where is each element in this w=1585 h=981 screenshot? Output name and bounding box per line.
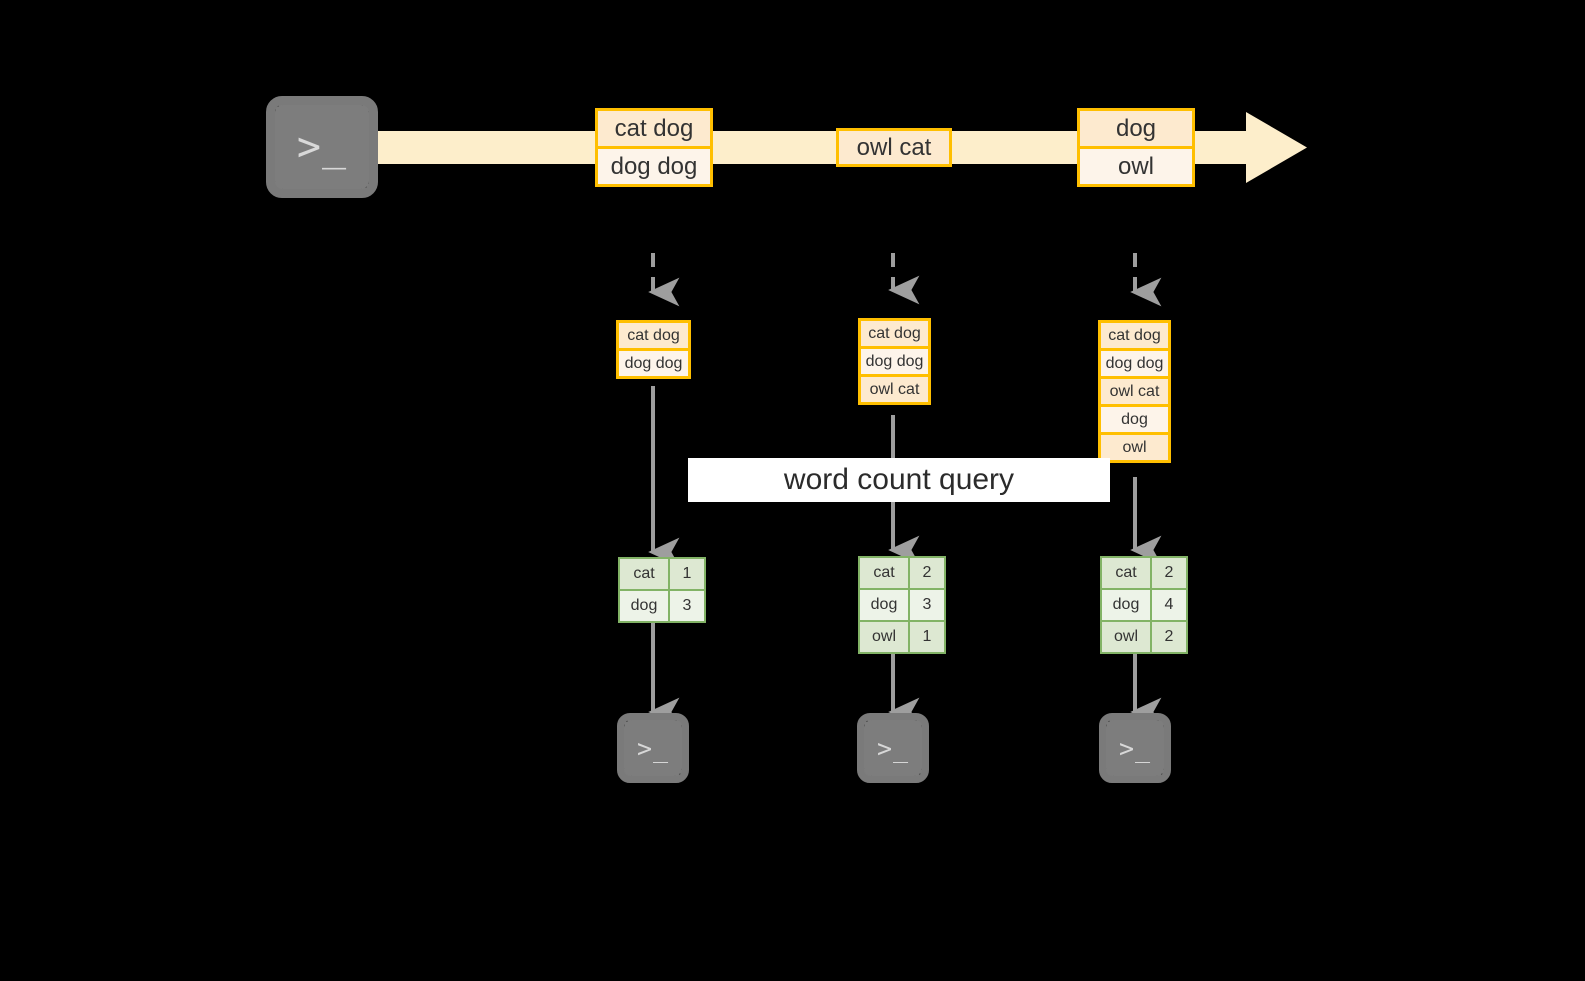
table-row: cat 2	[858, 556, 946, 590]
buffer-row: owl cat	[858, 374, 931, 405]
result-count: 2	[908, 556, 946, 590]
result-word: cat	[1100, 556, 1152, 590]
snapshot-3-sink-terminal-icon: >_	[1099, 713, 1171, 783]
result-count: 3	[668, 589, 706, 623]
buffer-row: owl cat	[1098, 376, 1171, 407]
terminal-prompt-glyph: >_	[1118, 733, 1152, 763]
result-count: 2	[1150, 620, 1188, 654]
table-row: dog 3	[618, 589, 706, 623]
terminal-screen	[624, 720, 682, 776]
result-word: dog	[858, 588, 910, 622]
buffer-row: dog dog	[616, 348, 691, 379]
terminal-screen	[275, 105, 369, 189]
result-word: owl	[858, 620, 910, 654]
table-row: owl 2	[1100, 620, 1188, 654]
result-word: dog	[1100, 588, 1152, 622]
terminal-prompt-glyph: >_	[296, 124, 348, 170]
stream-message-line: owl cat	[836, 128, 952, 167]
producer-terminal-icon: >_	[266, 96, 378, 198]
result-word: cat	[618, 557, 670, 591]
stream-message-3: dog owl	[1077, 108, 1195, 187]
table-row: cat 2	[1100, 556, 1188, 590]
result-word: cat	[858, 556, 910, 590]
snapshot-2-buffer: cat dog dog dog owl cat	[858, 318, 931, 405]
table-row: owl 1	[858, 620, 946, 654]
stream-message-line: cat dog	[595, 108, 713, 149]
result-word: owl	[1100, 620, 1152, 654]
stream-message-1: cat dog dog dog	[595, 108, 713, 187]
snapshot-3-result-table: cat 2 dog 4 owl 2	[1100, 556, 1188, 654]
result-word: dog	[618, 589, 670, 623]
buffer-row: cat dog	[858, 318, 931, 349]
snapshot-2-sink-terminal-icon: >_	[857, 713, 929, 783]
snapshot-tick-arrows	[648, 253, 1162, 307]
buffer-row: cat dog	[616, 320, 691, 351]
snapshot-1-result-table: cat 1 dog 3	[618, 557, 706, 623]
buffer-row: dog dog	[858, 346, 931, 377]
snapshot-1-sink-terminal-icon: >_	[617, 713, 689, 783]
result-count: 3	[908, 588, 946, 622]
terminal-screen	[1106, 720, 1164, 776]
result-count: 1	[908, 620, 946, 654]
result-count: 2	[1150, 556, 1188, 590]
snapshot-3-buffer: cat dog dog dog owl cat dog owl	[1098, 320, 1171, 463]
result-to-sink-connectors	[648, 622, 1162, 727]
table-row: dog 3	[858, 588, 946, 622]
buffer-row: dog dog	[1098, 348, 1171, 379]
snapshot-2-result-table: cat 2 dog 3 owl 1	[858, 556, 946, 654]
table-row: cat 1	[618, 557, 706, 591]
result-count: 4	[1150, 588, 1188, 622]
stream-message-line: dog dog	[595, 146, 713, 187]
stream-message-2: owl cat	[836, 128, 952, 167]
buffer-row: dog	[1098, 404, 1171, 435]
terminal-screen	[864, 720, 922, 776]
stream-message-line: dog	[1077, 108, 1195, 149]
snapshot-1-buffer: cat dog dog dog	[616, 320, 691, 379]
query-label: word count query	[688, 458, 1110, 502]
buffer-row: cat dog	[1098, 320, 1171, 351]
buffer-row: owl	[1098, 432, 1171, 463]
terminal-prompt-glyph: >_	[636, 733, 670, 763]
table-row: dog 4	[1100, 588, 1188, 622]
terminal-prompt-glyph: >_	[876, 733, 910, 763]
stream-message-line: owl	[1077, 146, 1195, 187]
result-count: 1	[668, 557, 706, 591]
